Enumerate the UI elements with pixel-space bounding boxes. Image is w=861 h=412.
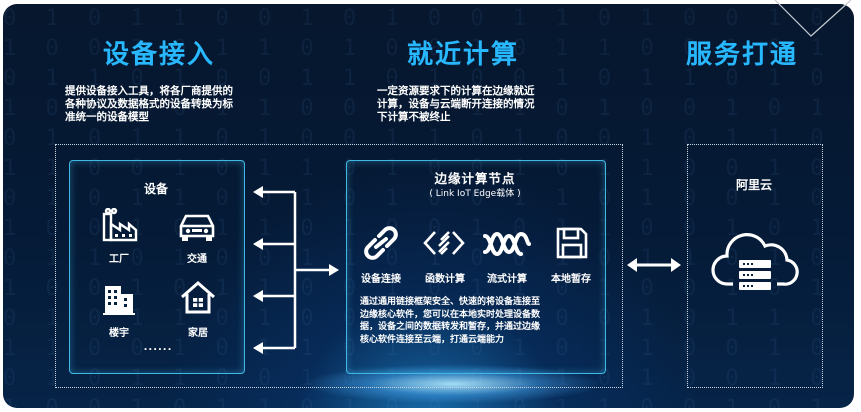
factory-icon [102,208,138,242]
device-label-building: 楼宇 [109,328,129,339]
edge-node-subtitle: ( Link IoT Edge载体 ) [429,189,521,199]
function-label-local-storage: 本地暂存 [551,274,591,285]
diagram-frame: 0 1 0 1 1 0 0 1 0 1 0 0 1 1 0 1 0 0 1 0 … [3,4,854,408]
access-desc-line: 各种协议及数据格式的设备转换为标 [65,98,233,110]
bottom-glow [303,364,603,404]
heading-edge-compute: 就近计算 [407,40,520,70]
access-desc-line: 提供设备接入工具，将各厂商提供的 [65,85,233,97]
edge-desc-line: 一定资源要求下的计算在边缘就近 [377,85,535,97]
edge-node-desc-line: 通过通用链接框架安全、快速的将设备连接至 [360,297,541,307]
edge-node-panel [346,160,606,374]
function-label-stream-compute: 流式计算 [487,274,527,285]
edge-node-desc-line: 据，设备之间的数据转发和暂存，并通过边缘 [360,322,541,332]
data-flow-arrows [253,186,339,354]
edge-description: 一定资源要求下的计算在边缘就近 计算，设备与云端断开连接的情况 下计算不被终止 [377,85,535,124]
save-icon [556,227,588,259]
function-icon [423,231,465,255]
devices-title: 设备 [143,182,168,196]
cloud-title: 阿里云 [735,178,772,192]
edge-node-desc-line: 核心软件连接至云端，打通云端能力 [360,334,505,345]
home-icon [181,281,215,314]
access-desc-line: 准统一的设备模型 [65,111,149,123]
cloud-zone-box [687,144,823,388]
device-label-traffic: 交通 [187,254,207,265]
local-zone-box [55,144,623,388]
edge-node-title: 边缘计算节点 [434,171,516,186]
heading-service-connect: 服务打通 [686,40,799,70]
devices-more: ...... [143,342,173,353]
function-label-function-compute: 函数计算 [425,274,465,285]
edge-node-description: 通过通用链接框架安全、快速的将设备连接至 边缘核心软件，您可以在本地实时处理设备… [360,296,600,346]
device-label-factory: 工厂 [109,254,129,265]
heading-device-access: 设备接入 [103,40,216,70]
access-description: 提供设备接入工具，将各厂商提供的 各种协议及数据格式的设备转换为标 准统一的设备… [65,85,233,124]
building-icon [103,286,135,315]
corner-decoration [774,0,852,37]
device-label-home: 家居 [188,328,208,339]
edge-node-desc-line: 边缘核心软件，您可以在本地实时处理设备数 [360,309,541,320]
cloud-server-icon [711,233,799,290]
edge-desc-line: 下计算不被终止 [377,111,451,123]
devices-panel [69,160,245,374]
bidirectional-arrow-icon [627,258,681,272]
edge-desc-line: 计算，设备与云端断开连接的情况 [377,98,535,110]
car-icon [179,214,215,241]
link-icon [364,226,398,260]
stream-icon [483,231,531,257]
function-label-connect: 设备连接 [361,274,401,285]
